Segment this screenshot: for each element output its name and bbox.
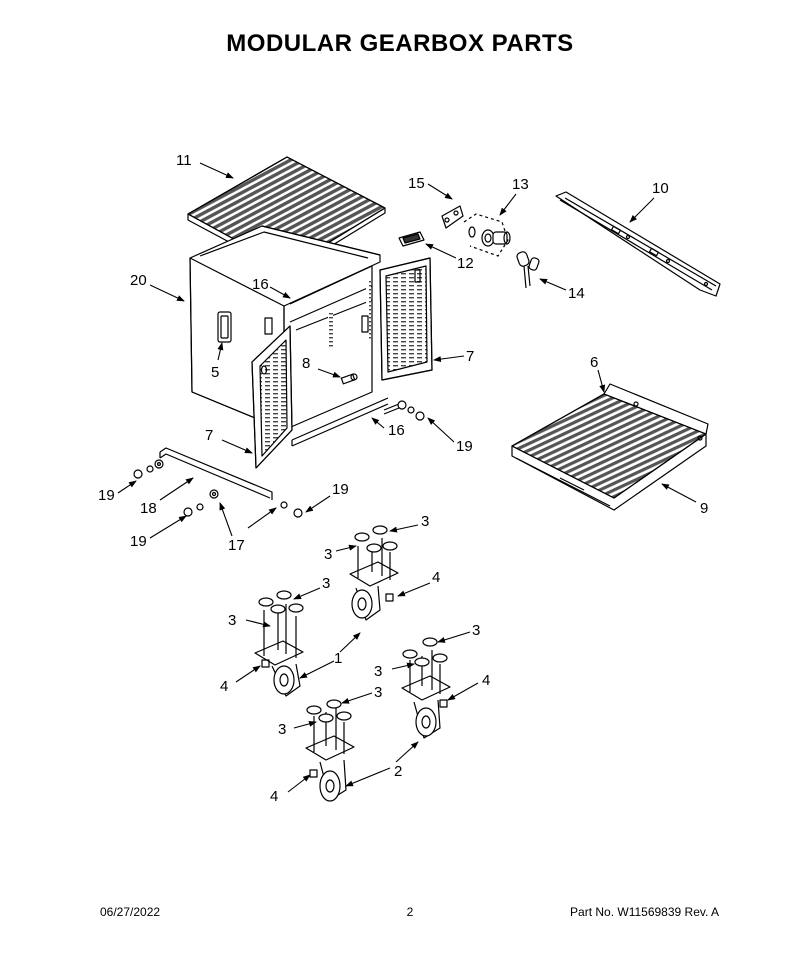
lock-cylinder-part	[463, 213, 511, 257]
drawer-tray-part	[511, 383, 709, 511]
callout-14: 14	[568, 285, 585, 302]
callout-3-d: 3	[228, 612, 236, 629]
caster-rear-right-part	[401, 637, 451, 739]
callout-1: 1	[334, 650, 342, 667]
callout-19-left-a: 19	[98, 487, 115, 504]
callout-8: 8	[302, 355, 310, 372]
callout-3-c: 3	[322, 575, 330, 592]
callout-6: 6	[590, 354, 598, 371]
callout-19-left-b: 19	[130, 533, 147, 550]
right-door-part	[379, 257, 433, 381]
callout-3-e: 3	[472, 622, 480, 639]
callout-9: 9	[700, 500, 708, 517]
callout-19-center: 19	[332, 481, 349, 498]
callout-3-b: 3	[324, 546, 332, 563]
callout-19-right: 19	[456, 438, 473, 455]
callout-7-left: 7	[205, 427, 213, 444]
callout-4-c: 4	[482, 672, 490, 689]
hinge-pin-part	[340, 373, 358, 385]
callout-16: 16	[252, 276, 269, 293]
callout-13: 13	[512, 176, 529, 193]
footer-part-number: Part No. W11569839 Rev. A	[570, 905, 719, 919]
callout-4-b: 4	[220, 678, 228, 695]
footer-date: 06/27/2022	[100, 905, 161, 919]
page-title: MODULAR GEARBOX PARTS	[226, 30, 574, 57]
callout-16-bottom: 16	[388, 422, 405, 439]
callout-3-g: 3	[374, 684, 382, 701]
callout-4-d: 4	[270, 788, 278, 805]
label-plate-part	[398, 231, 425, 247]
callout-5: 5	[211, 364, 219, 381]
latch-plate-part	[441, 205, 464, 229]
left-door-part	[251, 325, 293, 469]
callout-17: 17	[228, 537, 245, 554]
keys-part	[516, 251, 540, 289]
leader-lines	[117, 162, 697, 793]
callout-11: 11	[176, 152, 192, 169]
caster-rear-left-part	[349, 525, 399, 621]
callout-3-f: 3	[374, 663, 382, 680]
callout-labels: 11 20 16 5 8 7 7 16 19 15 13 12 14 10 6 …	[98, 152, 708, 805]
callout-18: 18	[140, 500, 157, 517]
callout-3-a: 3	[421, 513, 429, 530]
footer-page-number: 2	[406, 905, 414, 919]
callout-2: 2	[394, 763, 402, 780]
callout-10: 10	[652, 180, 669, 197]
screw-part	[133, 400, 425, 518]
callout-15: 15	[408, 175, 425, 192]
callout-7-right: 7	[466, 348, 474, 365]
callout-4-a: 4	[432, 569, 440, 586]
stabilizer-bar-part	[159, 447, 273, 500]
caster-front-left-part	[254, 590, 304, 697]
callout-3-h: 3	[278, 721, 286, 738]
caster-front-right-part	[305, 699, 355, 802]
callout-12: 12	[457, 255, 474, 272]
callout-20: 20	[130, 272, 147, 289]
drawer-slide-part	[555, 191, 721, 297]
